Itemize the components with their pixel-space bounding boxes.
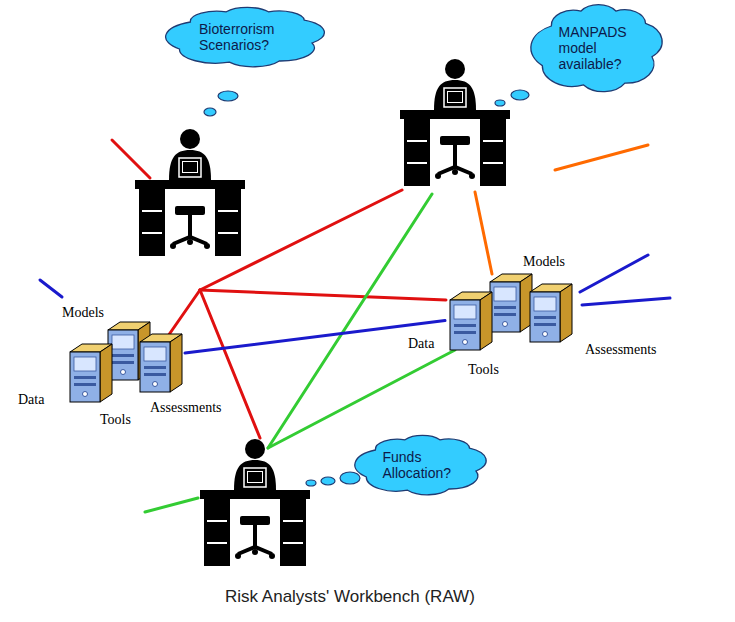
red-line	[168, 290, 200, 336]
cloud-outline	[531, 5, 662, 92]
green-line	[145, 498, 198, 512]
thought-bubbles	[204, 90, 529, 486]
red-line	[200, 290, 446, 300]
figure-caption: Risk Analysts' Workbench (RAW)	[225, 587, 475, 607]
server-tower	[450, 292, 492, 350]
resource-label: Models	[62, 305, 104, 321]
resource-label: Data	[408, 336, 434, 352]
blue-line	[40, 280, 62, 297]
thought-bubble	[204, 108, 216, 116]
thought-bubble	[321, 477, 335, 485]
thought-cloud: Bioterrorism Scenarios?	[167, 7, 323, 67]
server-tower	[140, 334, 182, 392]
resource-label: Assessments	[150, 400, 222, 416]
thought-text: Funds Allocation?	[383, 449, 459, 481]
thought-bubble	[511, 90, 529, 100]
resource-label: Data	[18, 392, 44, 408]
thought-text: Bioterrorism Scenarios?	[199, 21, 291, 53]
orange-line	[475, 192, 492, 274]
cloud-outline	[355, 435, 486, 494]
cloud-outline	[166, 7, 325, 66]
thought-cloud: MANPADS model available?	[532, 4, 661, 92]
thought-bubble	[340, 472, 360, 484]
network-lines	[40, 140, 670, 512]
blue-line	[580, 255, 648, 292]
red-line	[200, 290, 260, 438]
analyst-figure	[200, 439, 310, 566]
resource-label: Tools	[100, 412, 131, 428]
server-tower	[490, 274, 532, 332]
orange-line	[555, 145, 648, 170]
server-tower	[530, 284, 572, 342]
thought-cloud: Funds Allocation?	[356, 435, 485, 495]
resource-label: Assessments	[585, 342, 657, 358]
thought-bubble	[218, 91, 238, 101]
server-tower	[70, 344, 112, 402]
cloud-text-box: Bioterrorism Scenarios?	[199, 21, 291, 53]
green-line	[268, 194, 432, 448]
cloud-text-box: Funds Allocation?	[383, 449, 459, 481]
server-cluster: ModelsDataAssessmentsTools	[445, 270, 575, 355]
resource-label: Tools	[468, 362, 499, 378]
red-line	[112, 140, 150, 178]
thought-bubble	[495, 100, 505, 106]
network-link	[185, 321, 445, 353]
resource-label: Models	[523, 254, 565, 270]
cloud-text-box: MANPADS model available?	[559, 24, 635, 72]
server-cluster: ModelsDataAssessmentsTools	[65, 318, 185, 403]
thought-text: MANPADS model available?	[559, 24, 635, 72]
green-line	[268, 350, 455, 448]
analyst-figure	[400, 59, 510, 186]
blue-line	[582, 298, 670, 305]
analyst-figure	[135, 129, 245, 256]
thought-bubble	[306, 480, 316, 486]
